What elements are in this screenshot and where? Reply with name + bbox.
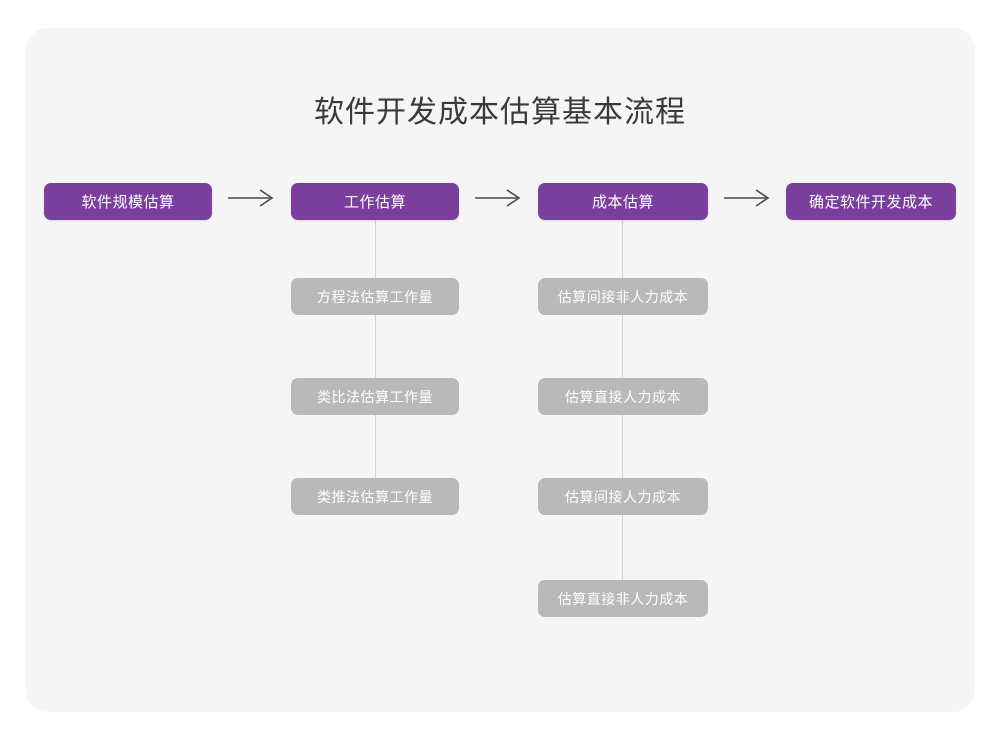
arrow-right-icon <box>226 186 278 210</box>
connector-line-stage-2 <box>375 218 376 500</box>
sub-box-label: 类推法估算工作量 <box>317 489 433 506</box>
sub-box-label: 类比法估算工作量 <box>317 389 433 406</box>
sub-box-label: 估算间接非人力成本 <box>557 289 689 306</box>
sub-box-label: 方程法估算工作量 <box>317 289 433 306</box>
stage-box-determine-development-cost[interactable]: 确定软件开发成本 <box>786 183 956 220</box>
sub-box-effort-inference-method[interactable]: 类推法估算工作量 <box>291 478 459 515</box>
sub-box-label: 估算直接人力成本 <box>565 389 681 406</box>
stage-label: 成本估算 <box>591 193 654 211</box>
stage-box-cost-estimation[interactable]: 成本估算 <box>538 183 708 220</box>
stage-label: 工作估算 <box>343 193 406 211</box>
sub-box-indirect-labor-cost[interactable]: 估算间接人力成本 <box>538 478 708 515</box>
sub-box-effort-equation-method[interactable]: 方程法估算工作量 <box>291 278 459 315</box>
sub-box-label: 估算间接人力成本 <box>565 489 681 506</box>
sub-box-indirect-nonlabor-cost[interactable]: 估算间接非人力成本 <box>538 278 708 315</box>
stage-box-software-scale-estimation[interactable]: 软件规模估算 <box>44 183 212 220</box>
sub-box-effort-analogy-method[interactable]: 类比法估算工作量 <box>291 378 459 415</box>
diagram-card <box>26 28 975 712</box>
sub-box-direct-nonlabor-cost[interactable]: 估算直接非人力成本 <box>538 580 708 617</box>
arrow-right-icon <box>722 186 774 210</box>
arrow-right-icon <box>473 186 525 210</box>
page-title: 软件开发成本估算基本流程 <box>314 95 686 130</box>
stage-label: 软件规模估算 <box>81 193 175 211</box>
sub-box-label: 估算直接非人力成本 <box>557 591 689 608</box>
stage-label: 确定软件开发成本 <box>808 193 933 211</box>
stage-box-effort-estimation[interactable]: 工作估算 <box>291 183 459 220</box>
sub-box-direct-labor-cost[interactable]: 估算直接人力成本 <box>538 378 708 415</box>
